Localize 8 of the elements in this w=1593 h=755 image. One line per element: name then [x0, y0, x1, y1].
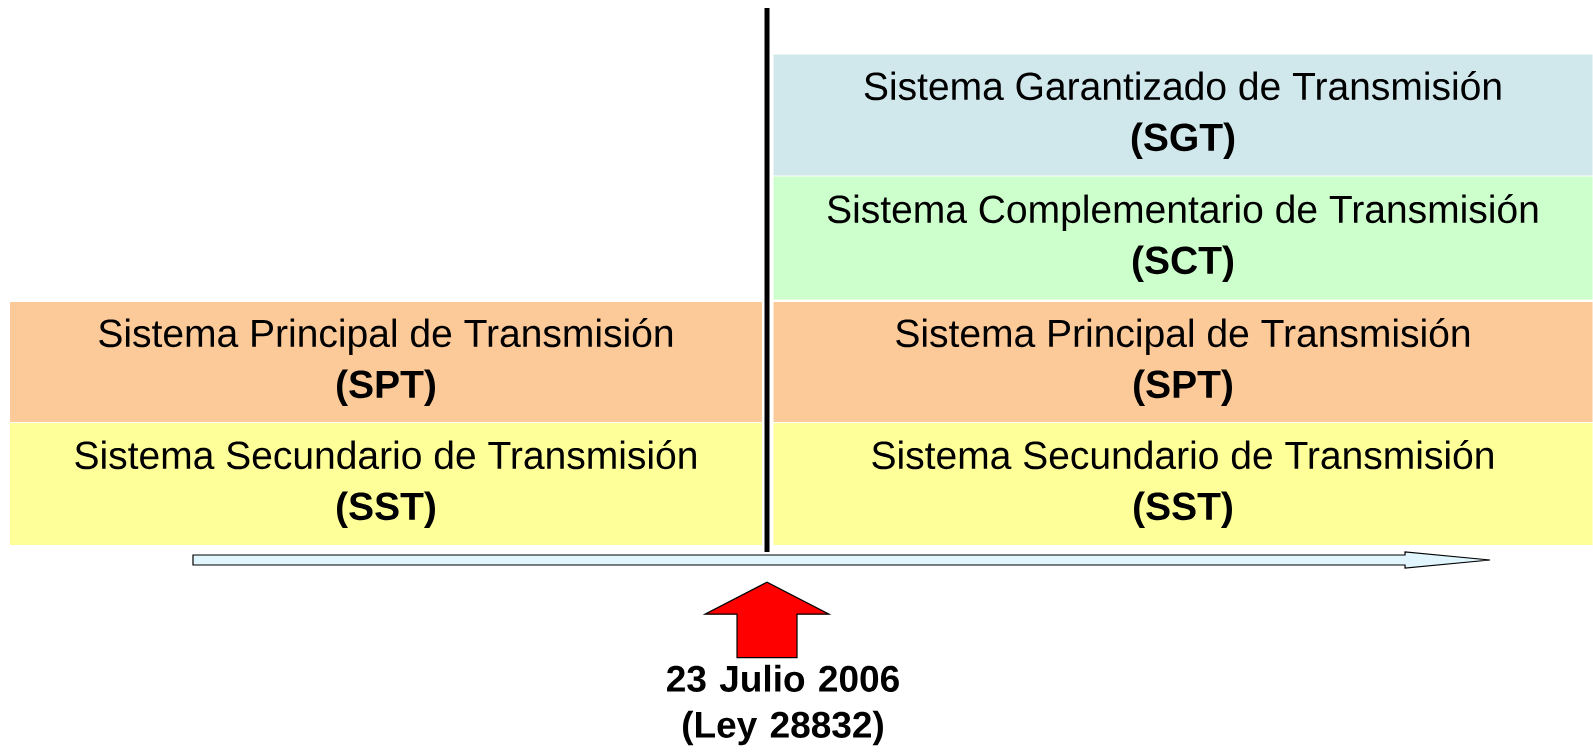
- block-arrow: [702, 581, 832, 659]
- date-label: 23 Julio 2006 (Ley 28832): [667, 664, 899, 746]
- system-box: Sistema Secundario de Transmisión (SST): [773, 423, 1593, 545]
- system-box: Sistema Garantizado de Transmisión (SGT): [773, 54, 1593, 176]
- system-box: Sistema Principal de Transmisión (SPT): [773, 302, 1593, 422]
- system-box: Sistema Secundario de Transmisión (SST): [10, 423, 762, 545]
- system-box: Sistema Complementario de Transmisión (SCT): [773, 176, 1593, 300]
- system-box: Sistema Principal de Transmisión (SPT): [10, 302, 762, 422]
